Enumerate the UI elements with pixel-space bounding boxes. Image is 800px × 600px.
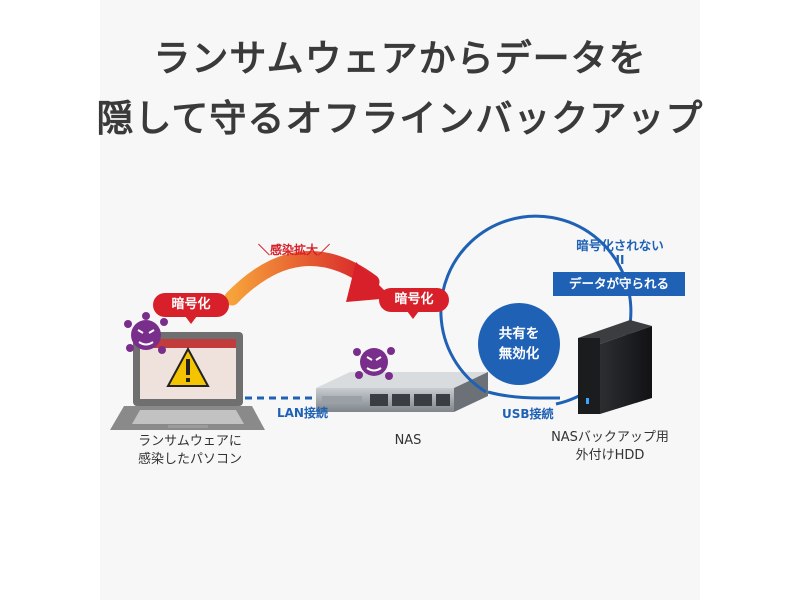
infection-spread-arrow [224,250,392,306]
virus-icon [353,347,395,380]
infection-spread-label: ＼感染拡大／ [258,243,331,257]
encrypted-badge-nas: 暗号化 [379,288,449,319]
lan-label: LAN接続 [277,406,328,420]
hdd-caption-line1: NASバックアップ用 [551,430,669,445]
hdd-caption: NASバックアップ用 外付けHDD [545,429,675,465]
usb-cable [487,390,560,400]
nas-caption: NAS [394,433,422,448]
nas-device [316,372,488,412]
data-protected-box: データが守られる [553,272,685,296]
virus-icon [124,312,168,354]
encrypted-badge-pc: 暗号化 [153,293,229,324]
equals-sign: II [615,253,625,267]
headline-line2: 隠して守るオフラインバックアップ [96,97,704,140]
not-encrypted-label: 暗号化されない [576,238,664,253]
share-disabled-line1: 共有を [498,326,540,342]
pc-caption: ランサムウェアに 感染したパソコン [110,433,270,469]
share-disabled-badge: 共有を 無効化 [478,303,560,385]
warning-icon [166,346,210,387]
pc-caption-line2: 感染したパソコン [137,452,242,467]
external-hdd [578,320,652,414]
hdd-caption-line2: 外付けHDD [575,448,645,463]
share-disabled-line2: 無効化 [498,346,540,362]
pc-caption-line1: ランサムウェアに [138,434,242,449]
usb-label: USB接続 [502,407,554,421]
headline-line1: ランサムウェアからデータを [153,37,647,80]
